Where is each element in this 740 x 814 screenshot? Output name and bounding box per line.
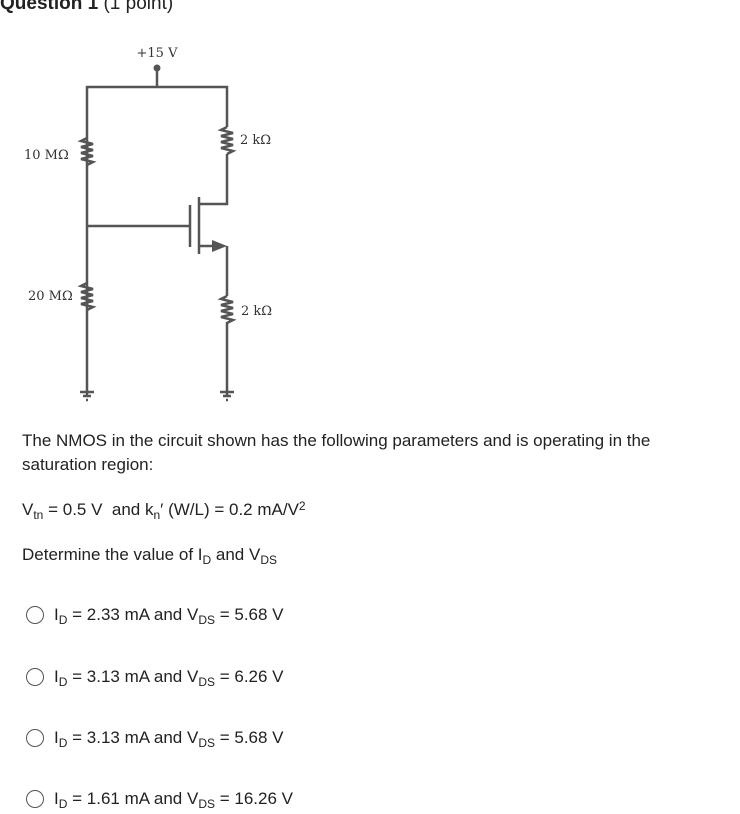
answer-option-1[interactable]: ID = 2.33 mA and VDS = 5.68 V: [26, 605, 284, 627]
option-i: I: [54, 789, 59, 808]
resistor-rd: [217, 125, 237, 156]
option-text: ID = 1.61 mA and VDS = 16.26 V: [54, 789, 293, 811]
question-prompt: Determine the value of ID and VDS: [22, 543, 277, 567]
resistor-rs: [217, 294, 237, 395]
option-a: = 2.33 mA and V: [67, 605, 199, 624]
radio-button[interactable]: [26, 606, 44, 624]
option-a: = 1.61 mA and V: [67, 789, 199, 808]
option-b: = 5.68 V: [214, 728, 284, 747]
option-i: I: [54, 667, 59, 686]
source-arrow: [212, 240, 227, 252]
option-isub: D: [58, 675, 68, 689]
circuit-diagram: +15 V 10 MΩ 20 MΩ 2 kΩ 2 kΩ: [24, 46, 272, 402]
answer-option-2[interactable]: ID = 3.13 mA and VDS = 6.26 V: [26, 667, 284, 689]
problem-statement: The NMOS in the circuit shown has the fo…: [22, 429, 650, 477]
ask-sub-1: D: [202, 553, 212, 567]
radio-button[interactable]: [26, 729, 44, 747]
option-isub: D: [58, 736, 68, 750]
option-a: = 3.13 mA and V: [67, 667, 199, 686]
question-points: (1 point): [103, 0, 174, 14]
vtn-sub: tn: [33, 508, 44, 522]
option-i: I: [54, 605, 59, 624]
option-b: = 5.68 V: [214, 605, 284, 624]
ask-text-2: and V: [211, 545, 261, 564]
r2-label: 20 MΩ: [28, 289, 73, 304]
ask-sub-2: DS: [260, 553, 277, 567]
option-text: ID = 2.33 mA and VDS = 5.68 V: [54, 605, 284, 627]
option-vsub: DS: [198, 736, 215, 750]
option-vsub: DS: [198, 613, 215, 627]
option-text: ID = 3.13 mA and VDS = 6.26 V: [54, 667, 284, 689]
resistor-10M: [77, 136, 97, 167]
rd-label: 2 kΩ: [240, 133, 271, 148]
radio-button[interactable]: [26, 790, 44, 808]
option-b: = 16.26 V: [214, 789, 293, 808]
option-text: ID = 3.13 mA and VDS = 5.68 V: [54, 728, 284, 750]
resistor-20M: [77, 281, 97, 312]
rs-label: 2 kΩ: [241, 304, 272, 319]
option-vsub: DS: [198, 797, 215, 811]
params-text-1: = 0.5 V and k: [43, 500, 154, 519]
question-title: Question 1: [0, 0, 99, 14]
answer-option-4[interactable]: ID = 1.61 mA and VDS = 16.26 V: [26, 789, 293, 811]
option-isub: D: [58, 797, 68, 811]
question-header: Question 1 (1 point): [0, 0, 173, 15]
supply-label: +15 V: [137, 46, 179, 61]
radio-button[interactable]: [26, 668, 44, 686]
supply-terminal: [153, 64, 161, 72]
option-vsub: DS: [198, 675, 215, 689]
params-sup: 2: [298, 499, 306, 513]
option-a: = 3.13 mA and V: [67, 728, 199, 747]
params-text-2: ′ (W/L) = 0.2 mA/V: [160, 500, 299, 519]
statement-line-2: saturation region:: [22, 455, 154, 474]
r1-label: 10 MΩ: [24, 148, 69, 163]
option-i: I: [54, 728, 59, 747]
parameters: Vtn = 0.5 V and kn′ (W/L) = 0.2 mA/V2: [22, 498, 306, 522]
ask-text-1: Determine the value of I: [22, 545, 203, 564]
kn-sub: n: [153, 508, 161, 522]
option-isub: D: [58, 613, 68, 627]
answer-option-3[interactable]: ID = 3.13 mA and VDS = 5.68 V: [26, 728, 284, 750]
vtn-symbol: V: [22, 500, 34, 519]
statement-line-1: The NMOS in the circuit shown has the fo…: [22, 431, 651, 450]
option-b: = 6.26 V: [214, 667, 284, 686]
